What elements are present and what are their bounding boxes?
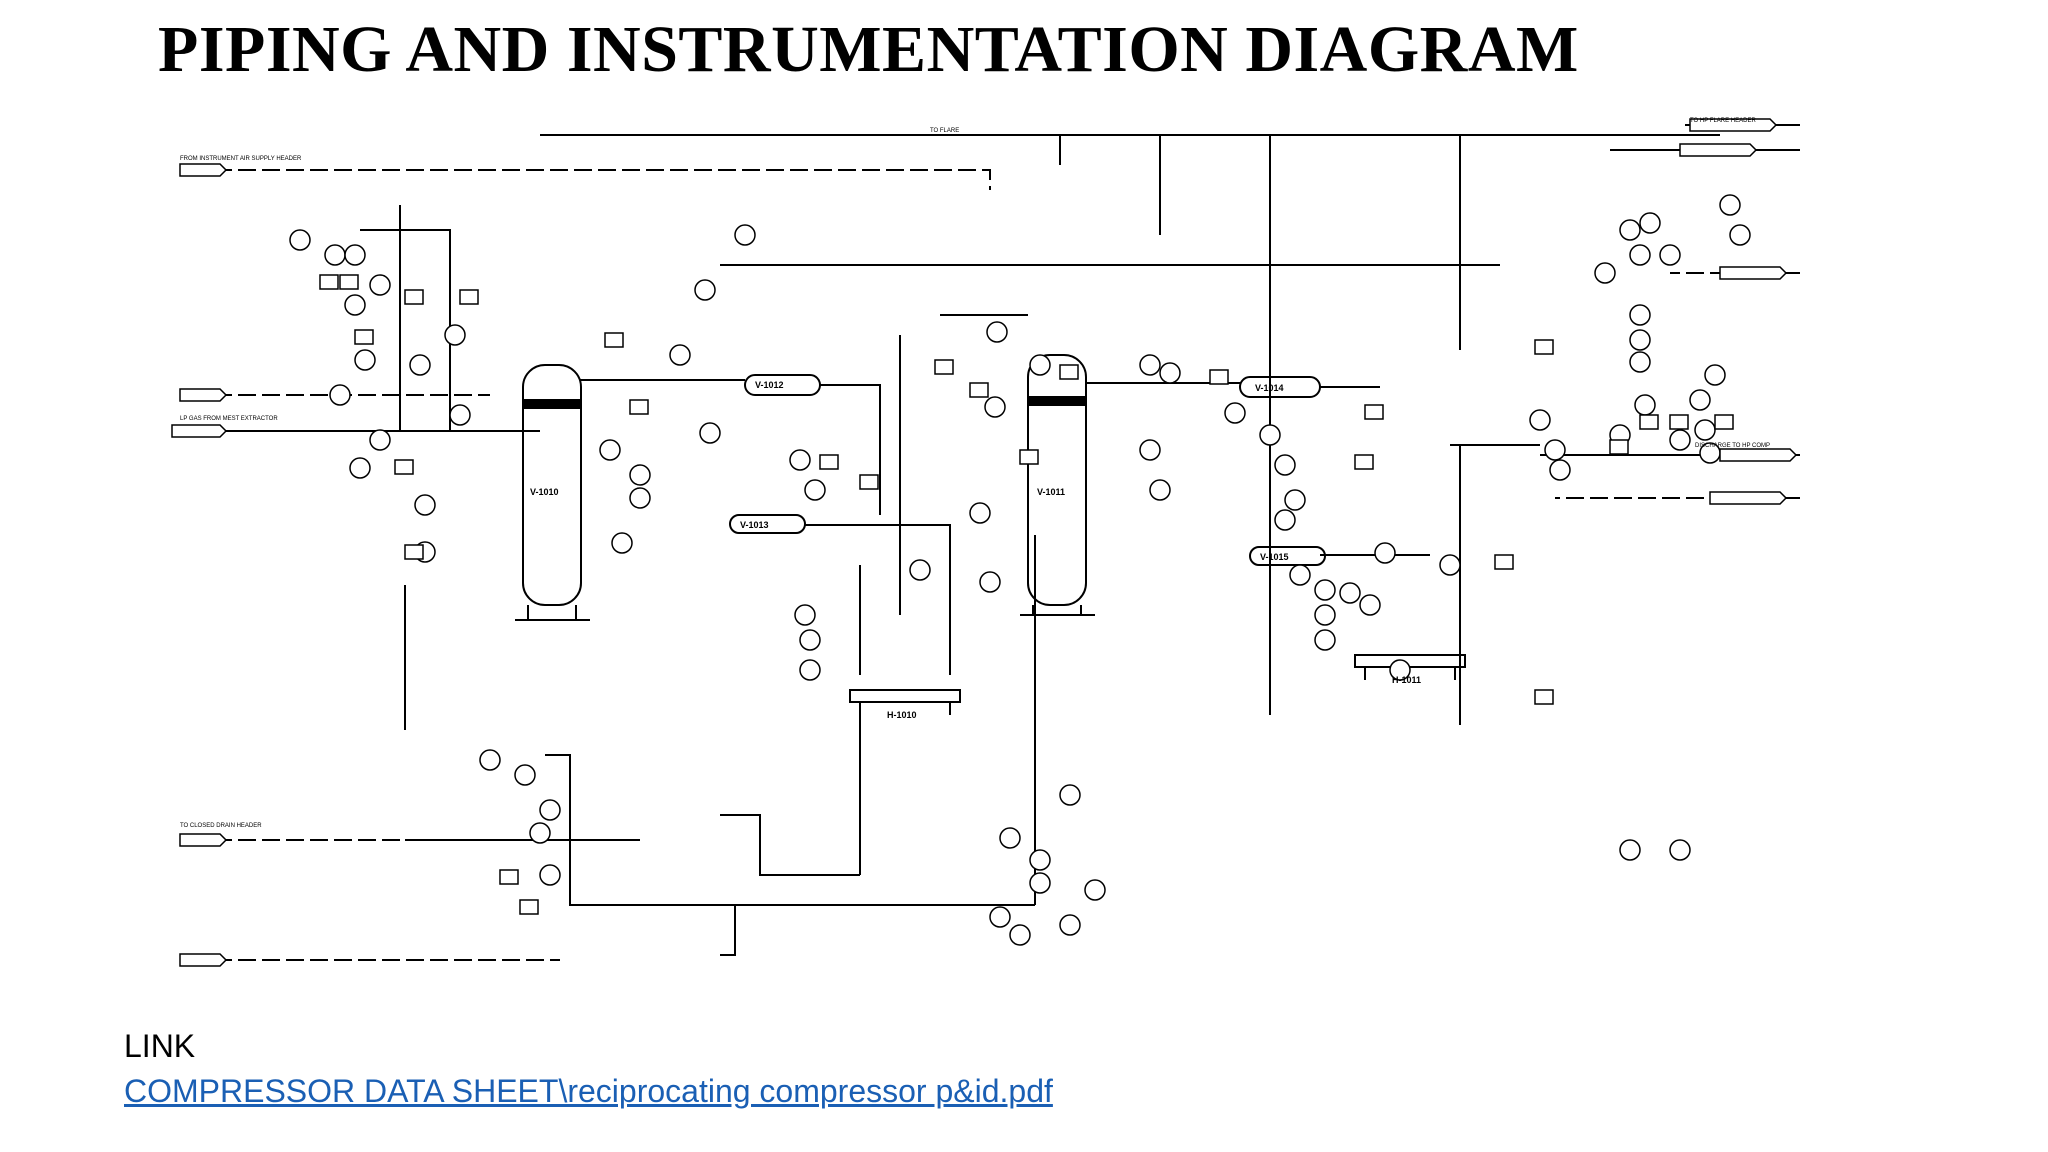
vessel-tag-v1011: V-1011 xyxy=(1037,487,1065,497)
header-label-lp-gas: LP GAS FROM MEST EXTRACTOR xyxy=(180,416,278,422)
drum-tag-v1014: V-1014 xyxy=(1255,383,1284,393)
header-label-closed-drain: TO CLOSED DRAIN HEADER xyxy=(180,823,262,829)
cooler-tag-h1011: H-1011 xyxy=(1392,675,1421,685)
drum-tag-v1013: V-1013 xyxy=(740,520,769,530)
page-title: PIPING AND INSTRUMENTATION DIAGRAM xyxy=(158,13,1579,86)
header-label-flare: TO FLARE xyxy=(930,128,959,134)
drum-tag-v1012: V-1012 xyxy=(755,380,784,390)
header-label-discharge: DISCHARGE TO HP COMP xyxy=(1695,443,1770,449)
cooler-tag-h1010: H-1010 xyxy=(887,710,917,720)
compressor-datasheet-link[interactable]: COMPRESSOR DATA SHEET\reciprocating comp… xyxy=(124,1073,1053,1109)
pid-diagram: V-1010 V-1011 V-1012 V-1013 V-1014 V-101… xyxy=(171,118,1800,967)
header-label-instrument-air: FROM INSTRUMENT AIR SUPPLY HEADER xyxy=(180,156,302,162)
header-label-hp-flare: TO HP FLARE HEADER xyxy=(1690,118,1756,124)
drum-tag-v1015: V-1015 xyxy=(1260,552,1289,562)
vessel-tag-v1010: V-1010 xyxy=(530,487,559,497)
link-label: LINK xyxy=(124,1028,196,1064)
